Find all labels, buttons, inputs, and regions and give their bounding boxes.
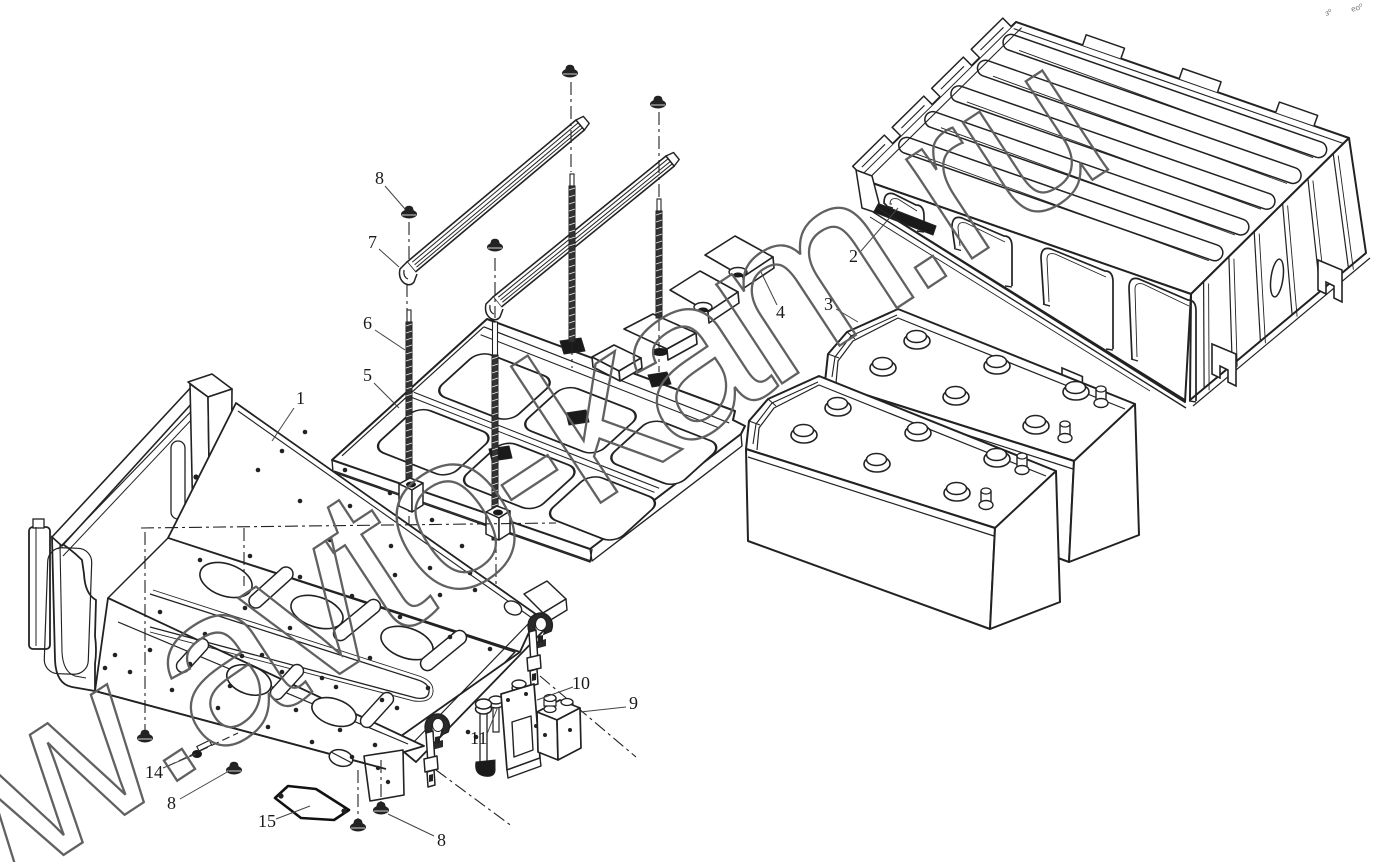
svg-text:15: 15 [258, 811, 276, 831]
svg-text:3: 3 [824, 294, 833, 314]
svg-text:1: 1 [296, 388, 305, 408]
svg-text:8: 8 [437, 830, 446, 850]
svg-text:10: 10 [572, 673, 590, 693]
svg-text:11: 11 [470, 728, 487, 748]
svg-text:еоº: еоº [1350, 2, 1364, 14]
svg-text:7: 7 [368, 232, 377, 252]
svg-text:4: 4 [776, 302, 785, 322]
svg-text:14: 14 [145, 762, 163, 782]
svg-text:8: 8 [167, 793, 176, 813]
svg-text:зº: зº [1324, 7, 1333, 18]
svg-text:6: 6 [363, 313, 372, 333]
svg-text:8: 8 [375, 168, 384, 188]
svg-text:2: 2 [849, 246, 858, 266]
svg-text:5: 5 [363, 365, 372, 385]
svg-text:9: 9 [629, 693, 638, 713]
